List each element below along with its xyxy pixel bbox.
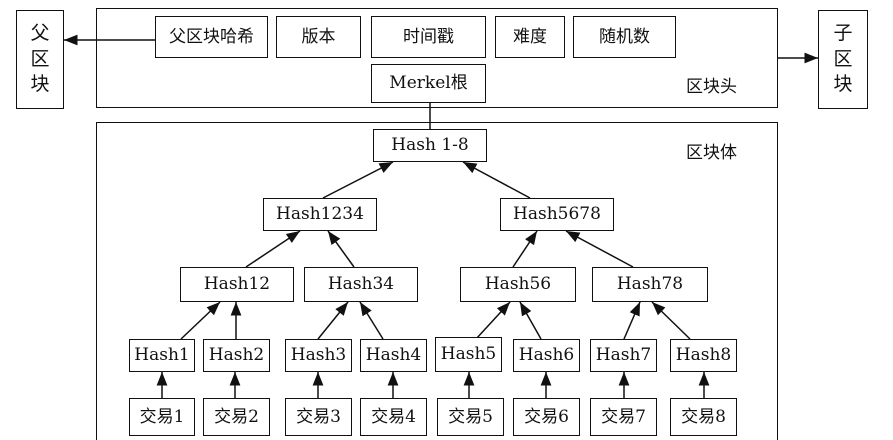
arrow-hash6-to-hash56 [519,301,542,340]
hash1234-node: Hash1234 [263,198,377,231]
arrow-hash12-to-hash1234 [245,230,301,268]
arrow-hash5678-to-root [462,161,531,199]
parent-block: 父 区 块 [16,10,64,109]
hash3-node: Hash3 [285,339,352,372]
header-field-parent-hash: 父区块哈希 [155,16,268,58]
hash34-node: Hash34 [304,267,418,302]
arrow-hash34-to-hash1234 [327,230,355,268]
hash6-node: Hash6 [513,339,580,372]
merkle-root-node: Hash 1-8 [373,129,487,162]
hash4-node: Hash4 [360,339,427,372]
arrow-hash1234-to-root [322,161,394,199]
parent-block-char: 块 [30,73,50,96]
hash12-node: Hash12 [180,267,294,302]
arrow-hash78-to-hash5678 [565,230,634,268]
header-field-timestamp: 时间戳 [371,16,486,58]
hash8-node: Hash8 [670,339,737,372]
hash1-node: Hash1 [129,339,195,372]
arrow-hash4-to-hash34 [359,301,384,340]
parent-block-char: 区 [30,47,50,70]
transaction-2: 交易2 [203,398,270,436]
child-block-char: 子 [833,22,853,45]
merkle-root-field: Merkel根 [371,64,486,103]
block-header-label: 区块头 [686,77,737,97]
child-block: 子 区 块 [818,10,868,109]
header-field-version: 版本 [276,16,361,58]
arrow-hash8-to-hash78 [651,301,691,340]
hash5-node: Hash5 [435,337,502,372]
transaction-4: 交易4 [360,398,427,436]
arrow-hash56-to-hash5678 [512,230,538,268]
transaction-1: 交易1 [129,398,195,436]
block-body-label: 区块体 [686,143,737,163]
parent-block-char: 父 [30,22,50,45]
arrow-hash7-to-hash78 [623,301,641,340]
hash2-node: Hash2 [203,339,270,372]
hash78-node: Hash78 [592,267,708,302]
block-header-frame [96,8,778,108]
arrow-hash5-to-hash56 [475,301,511,340]
header-field-difficulty: 难度 [495,16,565,58]
transaction-8: 交易8 [670,398,737,436]
hash7-node: Hash7 [590,339,657,372]
transaction-7: 交易7 [590,398,657,436]
hash56-node: Hash56 [460,267,576,302]
header-field-nonce: 随机数 [573,16,676,58]
transaction-5: 交易5 [437,398,504,436]
hash5678-node: Hash5678 [500,198,614,231]
block-body-frame [96,122,778,440]
child-block-char: 区 [833,47,853,70]
arrow-hash3-to-hash34 [317,301,349,340]
transaction-6: 交易6 [513,398,580,436]
transaction-3: 交易3 [285,398,352,436]
child-block-char: 块 [833,73,853,96]
arrow-hash1-to-hash12 [180,301,221,340]
